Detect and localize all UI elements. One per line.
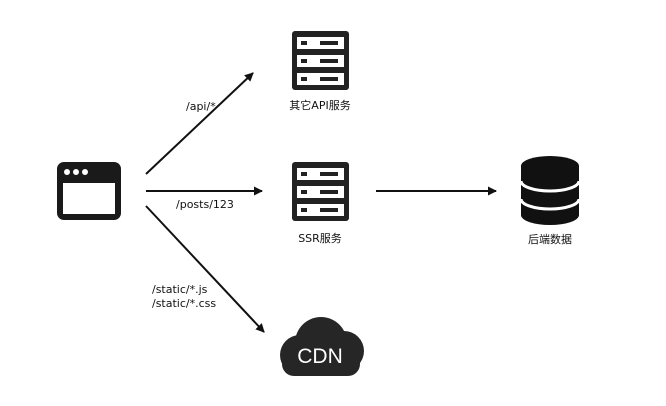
edge-label-static-js: /static/*.js [152, 283, 208, 296]
cloud-icon [280, 317, 364, 376]
edge-api: /api/* [145, 72, 254, 175]
database-label: 后端数据 [528, 232, 572, 246]
browser-window-icon [57, 162, 121, 220]
cdn-label: CDN [297, 345, 343, 368]
edge-label-api: /api/* [186, 100, 216, 113]
server-rack-icon [292, 31, 349, 90]
api-server-label: 其它API服务 [289, 98, 350, 112]
edge-posts: /posts/123 [146, 186, 263, 211]
ssr-server-label: SSR服务 [298, 232, 342, 245]
edge-label-posts: /posts/123 [176, 198, 234, 211]
arrow-api [145, 72, 254, 175]
cdn-node: CDN [280, 317, 364, 376]
edge-static: /static/*.js /static/*.css [145, 205, 265, 333]
ssr-server-node: SSR服务 [292, 162, 349, 245]
edge-label-static-css: /static/*.css [152, 297, 216, 310]
server-rack-icon [292, 162, 349, 221]
database-node: 后端数据 [519, 156, 581, 246]
database-icon [519, 156, 581, 225]
arrow-static [145, 205, 265, 333]
api-server-node: 其它API服务 [289, 31, 351, 112]
